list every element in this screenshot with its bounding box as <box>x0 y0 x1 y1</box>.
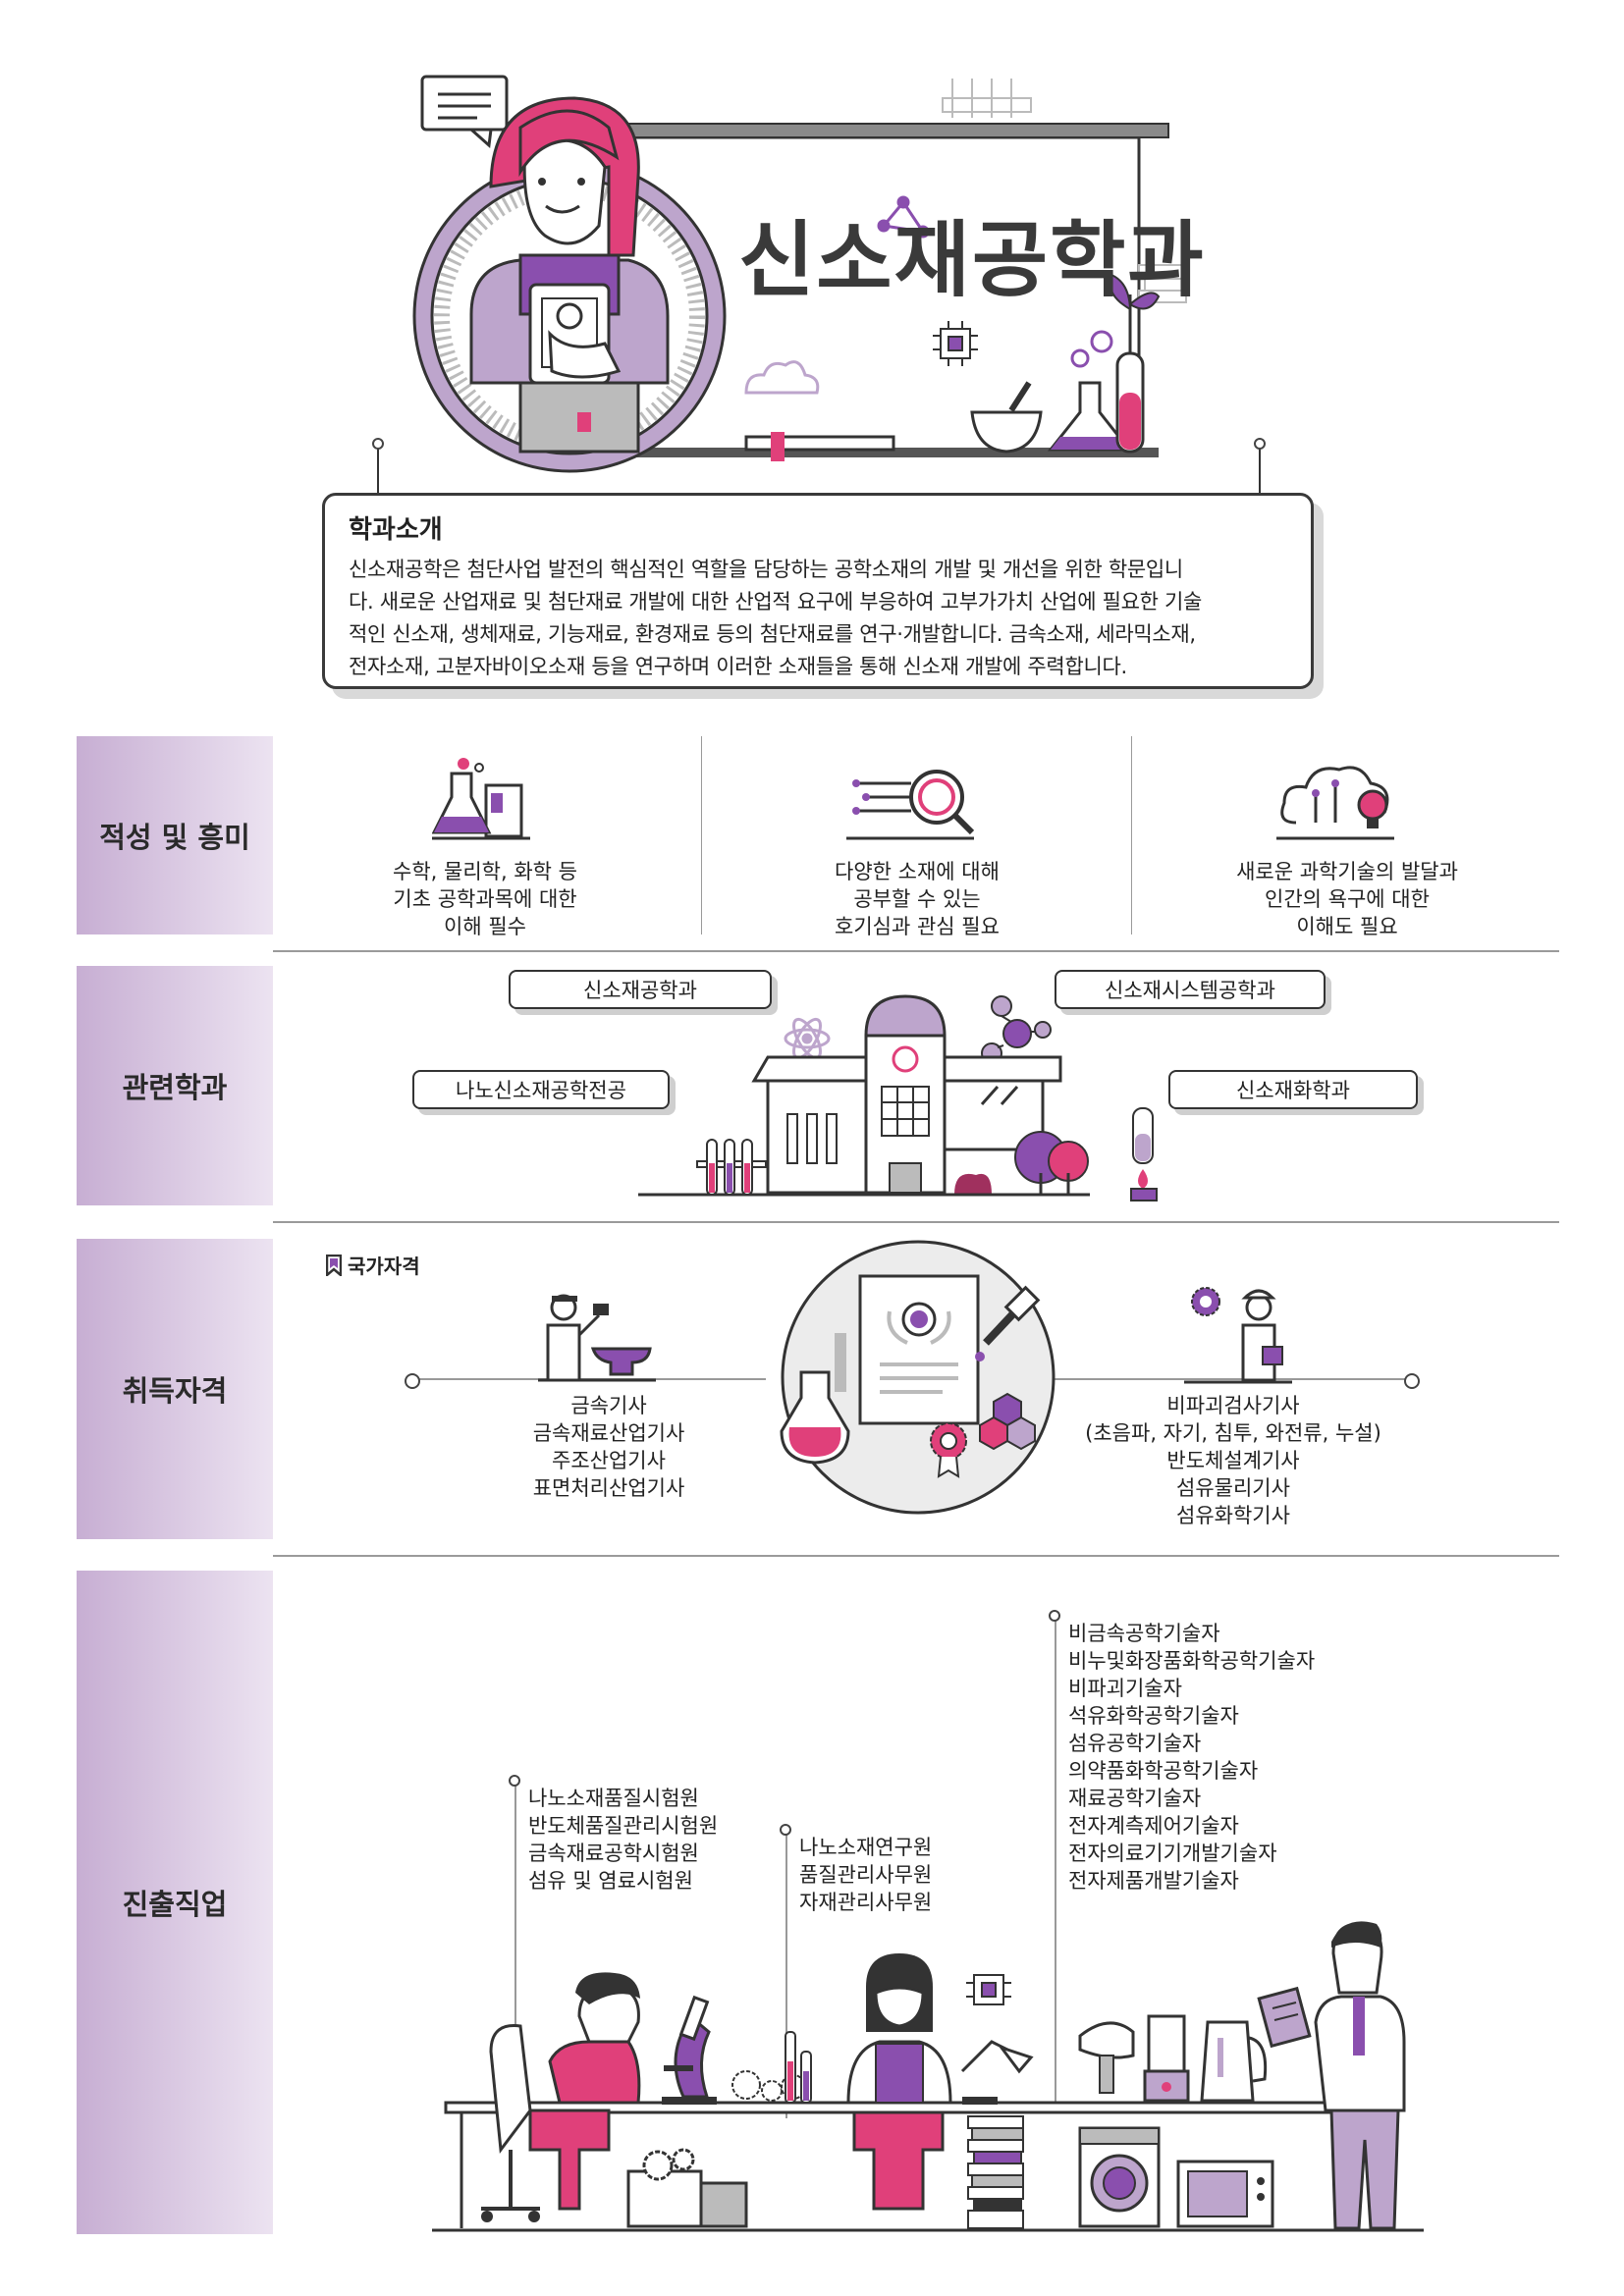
parts-box-icon <box>626 2148 748 2228</box>
lab-flask-icon <box>432 758 530 840</box>
page-title: 신소재공학과 <box>738 212 1206 308</box>
aptitude-item-2: 다양한 소재에 대해 공부할 수 있는 호기심과 관심 필요 <box>835 860 1000 938</box>
kettle-icon <box>1200 2020 1268 2103</box>
intro-line: 다. 새로운 산업재료 및 첨단재료 개발에 대한 산업적 요구에 부응하여 고… <box>349 590 1203 614</box>
section-label-careers: 진출직업 <box>77 1571 273 2234</box>
related-tag: 신소재시스템공학과 <box>1055 970 1326 1009</box>
header-illustration <box>412 75 1187 473</box>
microwave-icon <box>1176 2160 1274 2228</box>
flask-icon <box>780 1370 850 1465</box>
workplace-illustration <box>432 1921 1424 2232</box>
microscope-icon <box>662 1995 717 2105</box>
washing-machine-icon <box>1078 2126 1161 2228</box>
scientist-illustration <box>481 1972 641 2222</box>
mortar-icon <box>970 381 1043 454</box>
magnifier-circuit-icon <box>846 770 975 840</box>
inspector-icon <box>1184 1287 1292 1384</box>
career-list-2: 나노소재연구원 품질관리사무원 자재관리사무원 <box>799 1836 933 1914</box>
molecule-cluster-icon <box>981 995 1052 1064</box>
intro-box: 학과소개 신소재공학은 첨단사업 발전의 핵심적인 역할을 담당하는 공학소재의… <box>322 493 1314 689</box>
test-tubes-icon <box>696 1139 767 1196</box>
related-tag: 신소재공학과 <box>509 970 772 1009</box>
cert-list-left: 금속기사 금속재료산업기사 주조산업기사 표면처리산업기사 <box>532 1394 685 1500</box>
intro-line: 신소재공학은 첨단사업 발전의 핵심적인 역할을 담당하는 공학소재의 개발 및… <box>349 558 1183 581</box>
open-book-icon <box>744 432 895 461</box>
award-seal-icon <box>930 1422 967 1478</box>
intro-line: 전자소재, 고분자바이오소재 등을 연구하며 이러한 소재들을 통해 신소재 개… <box>349 655 1127 678</box>
intro-line: 적인 신소재, 생체재료, 기능재료, 환경재료 등의 첨단재료를 연구·개발합… <box>349 622 1196 646</box>
test-tube-rack-icon <box>942 79 1032 118</box>
teacher-illustration <box>412 96 727 473</box>
related-tag: 신소재화학과 <box>1168 1070 1418 1109</box>
career-list-3: 비금속공학기술자 비누및화장품화학공학기술자 비파괴기술자 석유화학공학기술자 … <box>1068 1622 1316 1893</box>
speech-bubble-icon <box>420 75 509 149</box>
clipboard-icon <box>1257 1986 1312 2049</box>
blacksmith-icon <box>538 1294 656 1382</box>
certificate-illustration <box>780 1240 1056 1515</box>
atom-icon <box>784 1017 831 1060</box>
chip-icon <box>966 1974 1011 2005</box>
gear-icon <box>1191 1287 1220 1316</box>
hexagon-molecule-icon <box>979 1392 1036 1451</box>
section-label-related: 관련학과 <box>77 966 273 1205</box>
section-label-aptitude: 적성 및 흥미 <box>77 736 273 934</box>
plant-tube-icon <box>1109 273 1161 454</box>
cert-list-right: 비파괴검사기사 (초음파, 자기, 침투, 와전류, 누설) 반도체설계기사 섬… <box>1085 1394 1381 1527</box>
hair-dryer-icon <box>1078 2021 1135 2094</box>
engineer-illustration <box>1257 1921 1406 2230</box>
book-stack-icon <box>967 2115 1024 2229</box>
university-building-illustration <box>638 994 1090 1197</box>
related-tag: 나노신소재공학전공 <box>412 1070 670 1109</box>
dropper-icon <box>975 1285 1041 1362</box>
chip-icon <box>933 321 978 366</box>
burner-icon <box>1130 1107 1158 1201</box>
flask-icon <box>1047 330 1133 452</box>
blender-icon <box>1143 2014 1190 2103</box>
office-worker-illustration <box>785 1953 1034 2211</box>
bookmark-icon <box>326 1254 342 1276</box>
intro-heading: 학과소개 <box>349 515 443 545</box>
aptitude-item-3: 새로운 과학기술의 발달과 인간의 욕구에 대한 이해도 필요 <box>1236 860 1458 938</box>
career-list-1: 나노소재품질시험원 반도체품질관리시험원 금속재료공학시험원 섬유 및 염료시험… <box>528 1787 719 1893</box>
idea-cloud-icon <box>1276 766 1394 840</box>
cert-badge: 국가자격 <box>326 1251 420 1279</box>
section-label-certs: 취득자격 <box>77 1239 273 1539</box>
molecule-icon <box>877 195 930 239</box>
aptitude-item-1: 수학, 물리학, 화학 등 기초 공학과목에 대한 이해 필수 <box>393 860 577 938</box>
cloud-icon <box>744 360 820 395</box>
